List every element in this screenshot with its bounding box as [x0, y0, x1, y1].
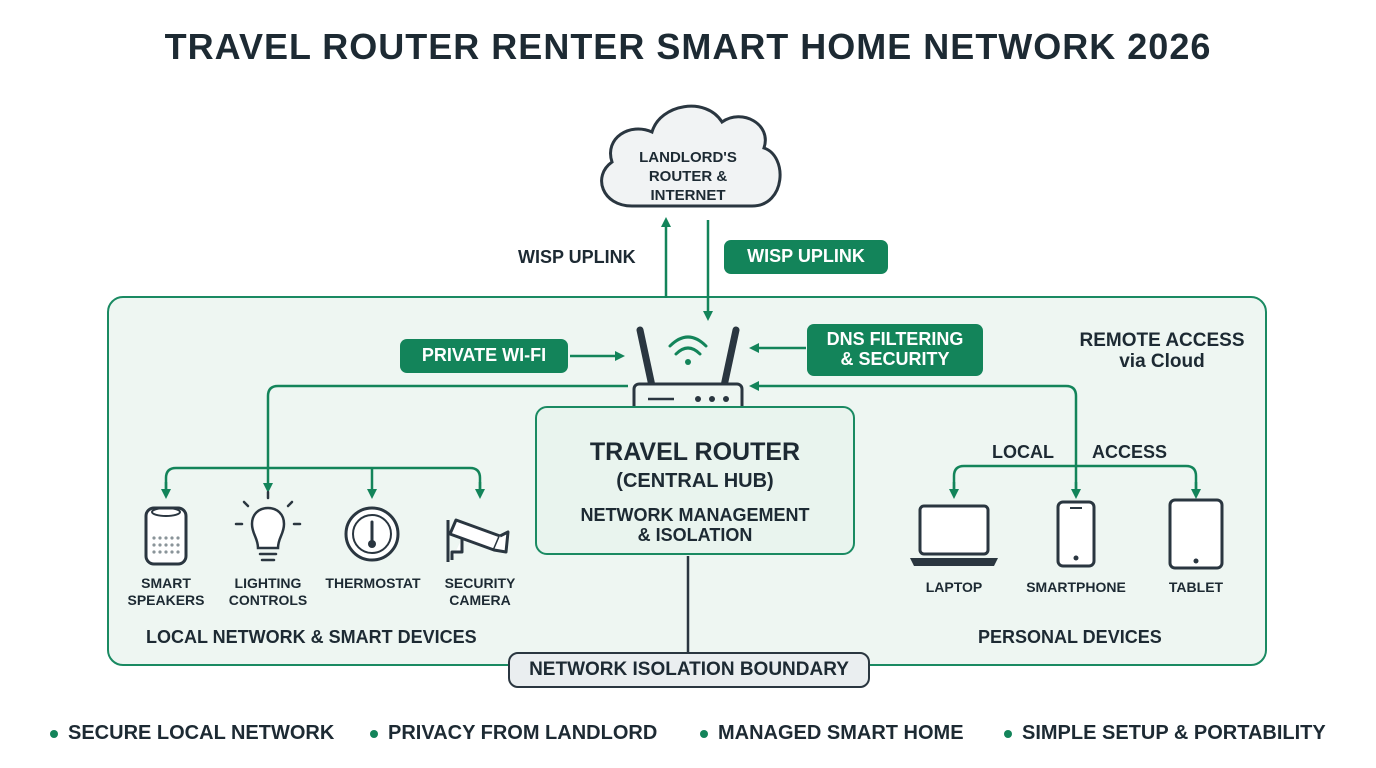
- wisp-uplink-pill: WISP UPLINK: [724, 240, 888, 274]
- thermostat-line-1: THERMOSTAT: [325, 575, 421, 591]
- laptop-label: LAPTOP: [925, 579, 983, 595]
- bullet-dot: [1004, 729, 1012, 738]
- wisp-uplink-label-left: WISP UPLINK: [518, 247, 636, 267]
- dns-filtering-pill: DNS FILTERING & SECURITY: [807, 324, 983, 376]
- smartphone-label: SMARTPHONE: [1026, 579, 1126, 595]
- footer-text-secure: SECURE LOCAL NETWORK: [68, 722, 335, 744]
- cloud-label: LANDLORD'S ROUTER & INTERNET: [610, 148, 766, 205]
- footer-item-setup: SIMPLE SETUP & PORTABILITY: [1004, 722, 1326, 745]
- router-icon: [632, 326, 744, 416]
- travel-router-hub: TRAVEL ROUTER (CENTRAL HUB) NETWORK MANA…: [535, 406, 855, 555]
- footer-item-secure: SECURE LOCAL NETWORK: [50, 722, 334, 745]
- footer-item-managed: MANAGED SMART HOME: [700, 722, 964, 745]
- cloud-line-2: ROUTER &: [648, 168, 728, 185]
- footer-text-setup: SIMPLE SETUP & PORTABILITY: [1022, 722, 1326, 744]
- lighting-line-1: LIGHTING: [234, 575, 302, 591]
- bullet-dot: [700, 729, 708, 738]
- footer-item-privacy: PRIVACY FROM LANDLORD: [370, 722, 657, 745]
- smart-devices-branch: [164, 466, 482, 492]
- smart-speaker-icon: [144, 506, 188, 566]
- network-isolation-boundary: NETWORK ISOLATION BOUNDARY: [508, 652, 870, 688]
- remote-line-2: via Cloud: [1119, 351, 1205, 372]
- cloud-line-3: INTERNET: [650, 187, 726, 204]
- dns-line-2: & SECURITY: [840, 349, 950, 369]
- dns-line-1: DNS FILTERING: [826, 329, 964, 350]
- lighting-controls-label: LIGHTING CONTROLS: [222, 575, 314, 609]
- smart-speakers-line-2: SPEAKERS: [127, 592, 205, 608]
- security-camera-icon: [446, 518, 510, 562]
- hub-title: TRAVEL ROUTER: [589, 438, 801, 466]
- security-camera-label: SECURITY CAMERA: [436, 575, 524, 609]
- cloud-line-1: LANDLORD'S: [639, 149, 737, 166]
- tablet-icon: [1168, 498, 1224, 570]
- footer-text-managed: MANAGED SMART HOME: [718, 722, 964, 744]
- local-network-section-label: LOCAL NETWORK & SMART DEVICES: [146, 627, 477, 647]
- footer-text-privacy: PRIVACY FROM LANDLORD: [388, 722, 658, 744]
- hub-subtitle: (CENTRAL HUB): [616, 470, 774, 492]
- router-to-smart-devices-line: [263, 384, 628, 493]
- hub-desc-line-1: NETWORK MANAGEMENT: [580, 505, 810, 525]
- access-label: ACCESS: [1092, 442, 1168, 462]
- laptop-icon: [910, 504, 998, 566]
- remote-access-label: REMOTE ACCESS via Cloud: [1070, 330, 1254, 372]
- personal-devices-section-label: PERSONAL DEVICES: [978, 627, 1162, 647]
- local-label: LOCAL: [992, 442, 1054, 462]
- private-wifi-pill: PRIVATE WI-FI: [400, 339, 568, 373]
- hub-desc-line-2: & ISOLATION: [637, 525, 753, 545]
- security-camera-line-1: SECURITY: [444, 575, 516, 591]
- bullet-dot: [50, 729, 58, 738]
- tablet-label: TABLET: [1168, 579, 1224, 595]
- thermostat-label: THERMOSTAT: [318, 575, 428, 592]
- security-camera-line-2: CAMERA: [449, 592, 511, 608]
- hub-description: NETWORK MANAGEMENT & ISOLATION: [537, 505, 853, 545]
- smart-speakers-label: SMART SPEAKERS: [126, 575, 206, 609]
- bullet-dot: [370, 729, 378, 738]
- lightbulb-icon: [234, 490, 302, 562]
- remote-line-1: REMOTE ACCESS: [1079, 330, 1245, 351]
- lighting-line-2: CONTROLS: [228, 592, 308, 608]
- smartphone-icon: [1056, 500, 1096, 568]
- thermostat-icon: [344, 506, 400, 562]
- smart-speakers-line-1: SMART: [141, 575, 191, 591]
- personal-devices-branch: [952, 464, 1198, 492]
- page-title: TRAVEL ROUTER RENTER SMART HOME NETWORK …: [164, 26, 1212, 67]
- cloud-icon: [600, 104, 782, 208]
- router-to-personal-devices-line: [749, 381, 1078, 492]
